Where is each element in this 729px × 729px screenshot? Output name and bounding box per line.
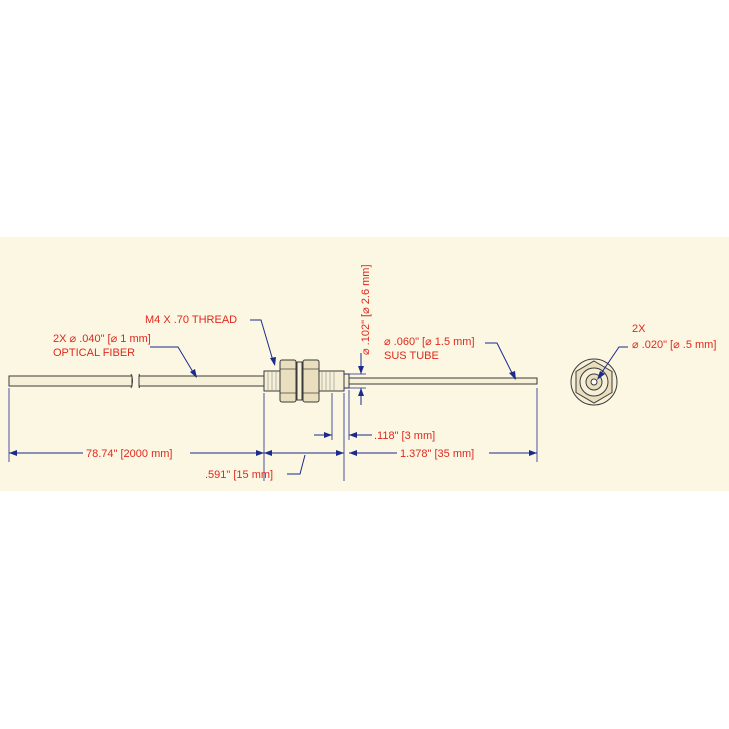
fiber-assembly	[8, 359, 538, 403]
thread-label: M4 X .70 THREAD	[145, 314, 237, 326]
sensor-head	[343, 373, 350, 389]
hex-nut-right	[302, 359, 320, 403]
dimension-tube-length	[349, 450, 537, 456]
hex-nut-left	[279, 359, 297, 403]
fiber-name-label: OPTICAL FIBER	[53, 347, 135, 359]
dimension-head-length	[314, 432, 372, 438]
head-length-dimension: .118" [3 mm]	[374, 430, 435, 442]
washer	[296, 361, 303, 401]
fiber-count-label: 2X ⌀ .040" [⌀ 1 mm]	[53, 333, 151, 345]
end-view-diameter-label: ⌀ .020" [⌀ .5 mm]	[632, 339, 716, 351]
extension-lines	[8, 373, 538, 481]
end-view	[570, 358, 618, 406]
leader-lines	[150, 319, 628, 380]
tube-name-label: SUS TUBE	[384, 350, 439, 362]
tube-diameter-label: ⌀ .060" [⌀ 1.5 mm]	[384, 336, 475, 348]
thread-length-dimension: .591" [15 mm]	[205, 469, 273, 481]
fiber-length-dimension: 78.74" [2000 mm]	[86, 448, 172, 460]
optical-fiber-segment-right	[138, 375, 267, 387]
head-diameter-label: ⌀ .102" [⌀ 2.6 mm]	[360, 264, 372, 355]
dimension-head-diameter	[358, 353, 364, 405]
tube-length-dimension: 1.378" [35 mm]	[400, 448, 474, 460]
end-view-fiber-core	[590, 378, 598, 386]
dimension-fiber-length	[9, 450, 264, 456]
end-view-count-label: 2X	[632, 323, 646, 335]
dimension-thread-length	[264, 450, 344, 475]
optical-fiber-segment-left	[8, 375, 133, 387]
sus-tube	[348, 377, 538, 385]
